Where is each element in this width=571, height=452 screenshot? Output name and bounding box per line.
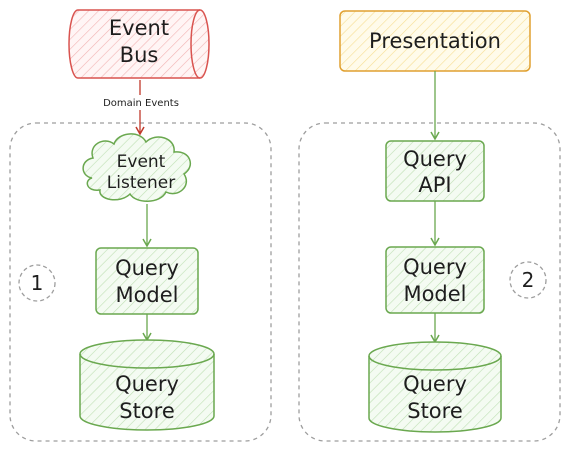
event-listener-label-line2: Listener (107, 173, 175, 193)
presentation-label: Presentation (369, 29, 501, 53)
query-api-label-line2: API (418, 173, 451, 197)
query-api-node: Query API (385, 140, 485, 202)
left-query-store-node: Query Store (79, 339, 215, 431)
right-query-store-label-line1: Query (403, 372, 467, 396)
right-group-boundary (298, 122, 561, 442)
query-api-label-line1: Query (403, 147, 467, 171)
event-bus-label-line1: Event (109, 16, 169, 40)
right-query-model-label-line2: Model (403, 282, 466, 306)
group-number-1: 1 (18, 264, 56, 302)
group-number-2: 2 (509, 261, 547, 299)
left-query-store-label-line1: Query (115, 372, 179, 396)
domain-events-label: Domain Events (103, 98, 179, 109)
event-bus-node: Event Bus (68, 9, 210, 79)
right-query-model-node: Query Model (385, 246, 485, 314)
right-query-store-label-line2: Store (407, 399, 463, 423)
left-query-model-node: Query Model (95, 247, 199, 315)
event-bus-label-line2: Bus (120, 43, 159, 67)
event-listener-node: Event Listener (82, 133, 192, 202)
left-query-model-label-line2: Model (115, 283, 178, 307)
group-number-2-label: 2 (522, 268, 535, 292)
left-query-store-label-line2: Store (119, 399, 175, 423)
right-query-store-node: Query Store (368, 341, 502, 433)
group-number-1-label: 1 (31, 271, 44, 295)
presentation-node: Presentation (339, 10, 531, 72)
left-query-model-label-line1: Query (115, 256, 179, 280)
right-query-model-label-line1: Query (403, 255, 467, 279)
event-listener-label-line1: Event (117, 152, 166, 172)
